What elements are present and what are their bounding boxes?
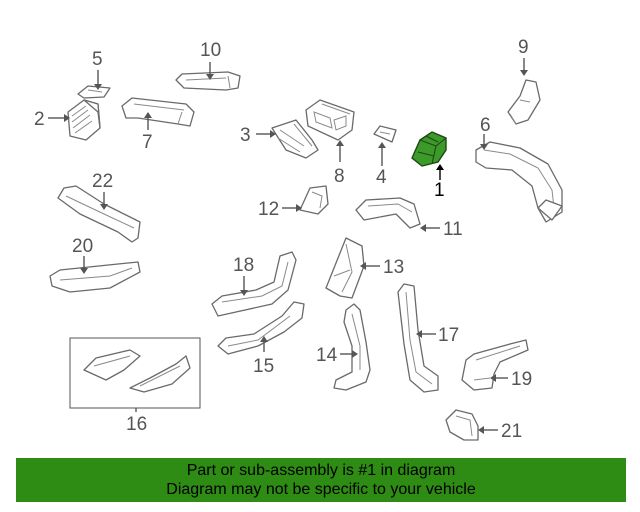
callout-16: 16 — [126, 414, 147, 435]
part-5-shape — [77, 85, 111, 99]
part-9-shape — [507, 79, 541, 125]
callout-15: 15 — [253, 356, 274, 377]
part-18-shape — [211, 251, 297, 317]
callout-14: 14 — [316, 345, 338, 366]
part-3-shape — [271, 119, 319, 159]
callout-9: 9 — [518, 37, 529, 58]
callout-6: 6 — [480, 115, 491, 136]
callout-19: 19 — [511, 369, 532, 390]
callout-17: 17 — [438, 325, 459, 346]
part-17-shape — [397, 283, 439, 393]
callout-10: 10 — [200, 40, 221, 61]
part-20-shape — [49, 261, 141, 293]
part-22-shape — [57, 185, 141, 243]
callout-1: 1 — [434, 180, 445, 201]
callout-2: 2 — [34, 109, 45, 130]
callout-numbers: 2 5 7 10 3 8 4 1 9 6 22 20 12 11 13 18 1… — [34, 37, 532, 442]
callout-3: 3 — [240, 125, 251, 146]
callout-5: 5 — [92, 49, 103, 70]
callout-13: 13 — [383, 257, 404, 278]
part-16-group — [69, 337, 201, 409]
banner-line-2: Diagram may not be specific to your vehi… — [166, 481, 476, 498]
part-6-shape — [475, 141, 563, 223]
callout-21: 21 — [501, 421, 522, 442]
part-11-shape — [355, 197, 421, 229]
callout-22: 22 — [92, 171, 113, 192]
callout-4: 4 — [376, 167, 387, 188]
callout-12: 12 — [258, 199, 279, 220]
part-13-shape — [325, 237, 365, 299]
part-7-shape — [121, 97, 195, 127]
part-1-shape — [411, 131, 447, 167]
callout-20: 20 — [72, 236, 93, 257]
callout-7: 7 — [142, 132, 153, 153]
part-21-shape — [445, 409, 479, 441]
part-4-shape — [373, 125, 397, 143]
part-15-shape — [217, 301, 305, 355]
part-19-shape — [461, 339, 529, 391]
callout-11: 11 — [443, 219, 463, 240]
info-banner: Part or sub-assembly is #1 in diagram Di… — [16, 458, 626, 502]
leader-lines — [48, 58, 528, 434]
banner-line-1: Part or sub-assembly is #1 in diagram — [186, 462, 456, 479]
part-8-shape — [305, 99, 355, 141]
part-10-shape — [175, 71, 241, 91]
part-2-shape — [67, 99, 101, 141]
callout-8: 8 — [334, 166, 345, 187]
part-12-shape — [299, 185, 329, 215]
part-14-shape — [333, 303, 371, 391]
callout-18: 18 — [233, 255, 254, 276]
